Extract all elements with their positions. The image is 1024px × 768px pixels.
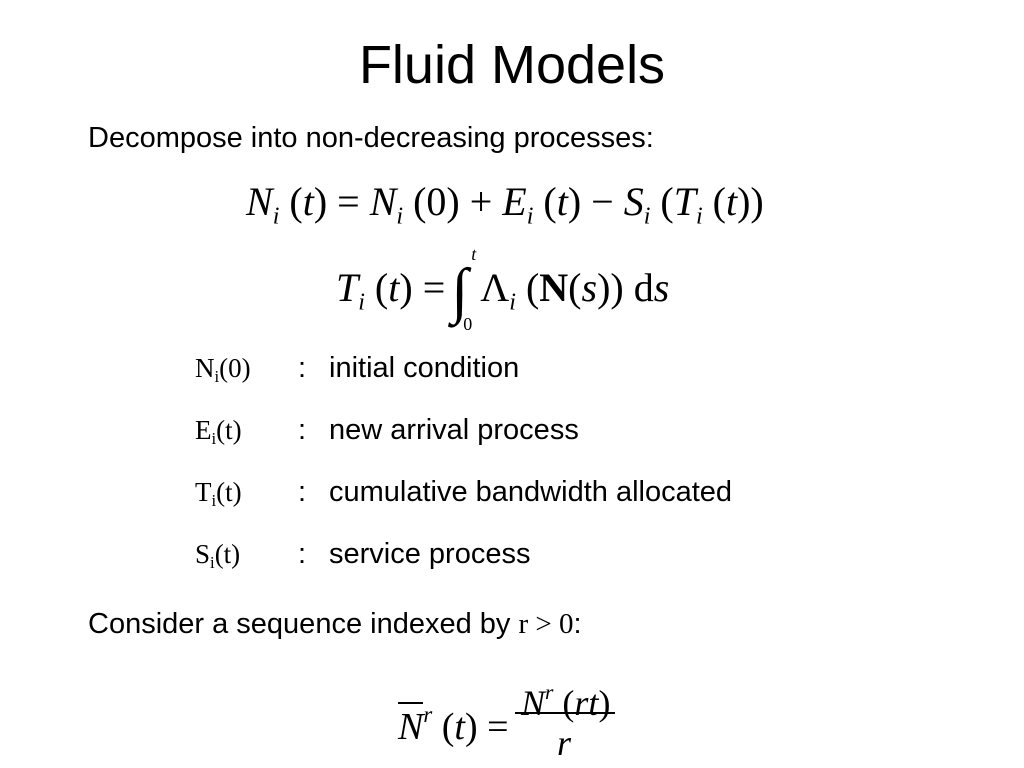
definition-colon: : [298,476,307,508]
scaled-lhs: Nr (t) = [398,702,509,749]
consider-prefix: Consider a sequence indexed by [88,608,519,640]
intro-text: Decompose into non-decreasing processes: [88,122,654,154]
fraction-bar [515,712,615,714]
definition-symbol: Ei(t) [195,415,242,449]
slide-title: Fluid Models [358,35,666,95]
definition-text: cumulative bandwidth allocated [329,476,733,508]
fraction-numerator: Nr (rt) [521,680,611,724]
definition-symbol: Ti(t) [195,477,242,511]
definition-colon: : [298,352,307,384]
definition-colon: : [298,538,307,570]
definition-colon: : [298,414,307,446]
fraction-denominator: r [557,723,572,763]
definition-text: initial condition [329,352,520,384]
consider-suffix: : [573,608,582,640]
consider-text: Consider a sequence indexed by r > 0: [88,606,582,642]
definition-text: service process [329,538,531,570]
definition-symbol: Ni(0) [195,353,251,387]
definition-symbol: Si(t) [195,539,241,573]
definition-text: new arrival process [329,414,579,446]
consider-condition: r > 0 [518,608,574,640]
equation-state: Ni (t) = Ni (0) + Ei (t) − Si (Ti (t)) [246,179,764,230]
